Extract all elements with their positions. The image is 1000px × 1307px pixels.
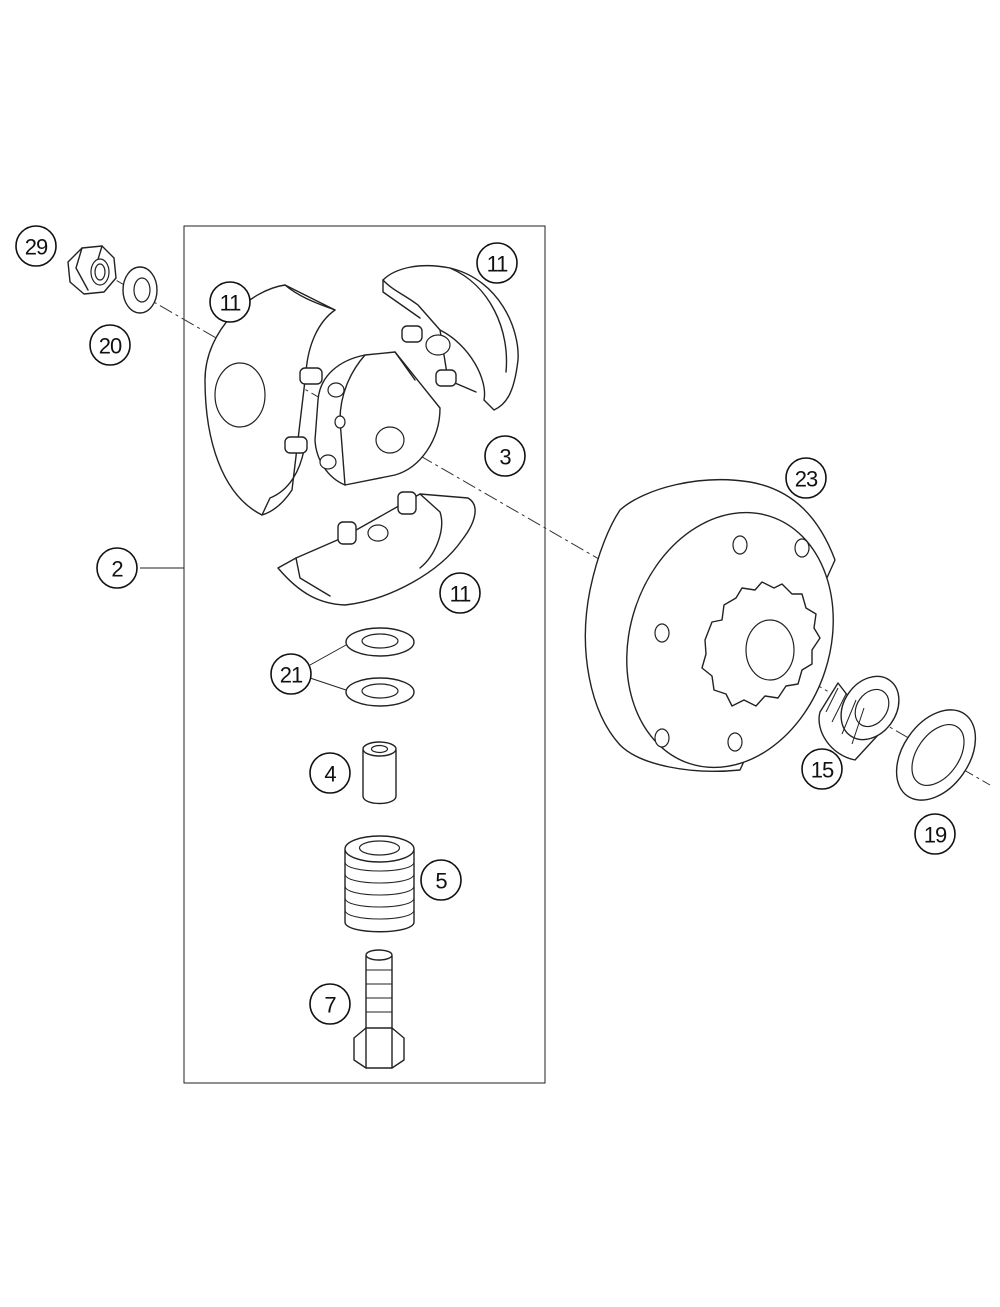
assembly-frame xyxy=(183,225,546,1084)
callout-4: 4 xyxy=(309,752,351,794)
callout-circle xyxy=(89,324,131,366)
clutch-drum[interactable] xyxy=(584,479,865,795)
callout-7: 7 xyxy=(309,983,351,1025)
callout-number: 7 xyxy=(324,993,336,1018)
callout-number: 11 xyxy=(450,582,472,607)
callout-number: 3 xyxy=(499,445,511,470)
callout-layer: 29 20 11 11 3 2 11 21 4 5 7 23 15 19 xyxy=(15,225,956,1025)
callout-circle xyxy=(476,242,518,284)
callout-20: 20 xyxy=(89,324,131,366)
callout-23: 23 xyxy=(785,457,827,499)
callout-circle xyxy=(270,653,312,695)
callout-circle xyxy=(785,457,827,499)
callout-15: 15 xyxy=(801,748,843,790)
callout-number: 15 xyxy=(811,758,834,783)
clutch-shoe-bottom[interactable] xyxy=(277,491,476,606)
callout-5: 5 xyxy=(420,859,462,901)
leader-21b xyxy=(309,677,347,691)
callout-number: 23 xyxy=(795,467,818,492)
callout-11: 11 xyxy=(209,281,251,323)
washer-part[interactable] xyxy=(122,266,158,314)
clutch-shoe-left[interactable] xyxy=(204,284,336,516)
callout-number: 11 xyxy=(220,291,242,316)
clutch-shoe-right[interactable] xyxy=(382,265,519,411)
callout-number: 5 xyxy=(435,869,447,894)
callout-11: 11 xyxy=(439,572,481,614)
callout-2: 2 xyxy=(96,547,138,589)
hub-plate[interactable] xyxy=(314,351,441,486)
washers-part[interactable] xyxy=(345,627,415,707)
callout-circle xyxy=(309,752,351,794)
sleeve-part[interactable] xyxy=(362,741,397,805)
callout-11: 11 xyxy=(476,242,518,284)
callout-number: 11 xyxy=(487,252,509,277)
callout-circle xyxy=(420,859,462,901)
callout-circle xyxy=(439,572,481,614)
callout-circle xyxy=(484,435,526,477)
callout-circle xyxy=(801,748,843,790)
callout-circle xyxy=(309,983,351,1025)
callout-number: 29 xyxy=(25,235,48,260)
callout-number: 20 xyxy=(99,334,122,359)
nut-part[interactable] xyxy=(67,245,117,295)
spring-part[interactable] xyxy=(344,835,415,933)
needle-bearing[interactable] xyxy=(818,665,911,761)
callout-number: 19 xyxy=(924,823,947,848)
callout-number: 21 xyxy=(280,663,303,688)
leader-21a xyxy=(309,644,347,666)
callout-circle xyxy=(209,281,251,323)
callout-number: 4 xyxy=(324,762,336,787)
thrust-washer[interactable] xyxy=(880,695,991,815)
callout-21: 21 xyxy=(270,653,312,695)
callout-circle xyxy=(914,813,956,855)
callout-circle xyxy=(15,225,57,267)
callout-number: 2 xyxy=(111,557,123,582)
callout-29: 29 xyxy=(15,225,57,267)
callout-3: 3 xyxy=(484,435,526,477)
bolt-part[interactable] xyxy=(353,949,405,1069)
callout-circle xyxy=(96,547,138,589)
callout-19: 19 xyxy=(914,813,956,855)
